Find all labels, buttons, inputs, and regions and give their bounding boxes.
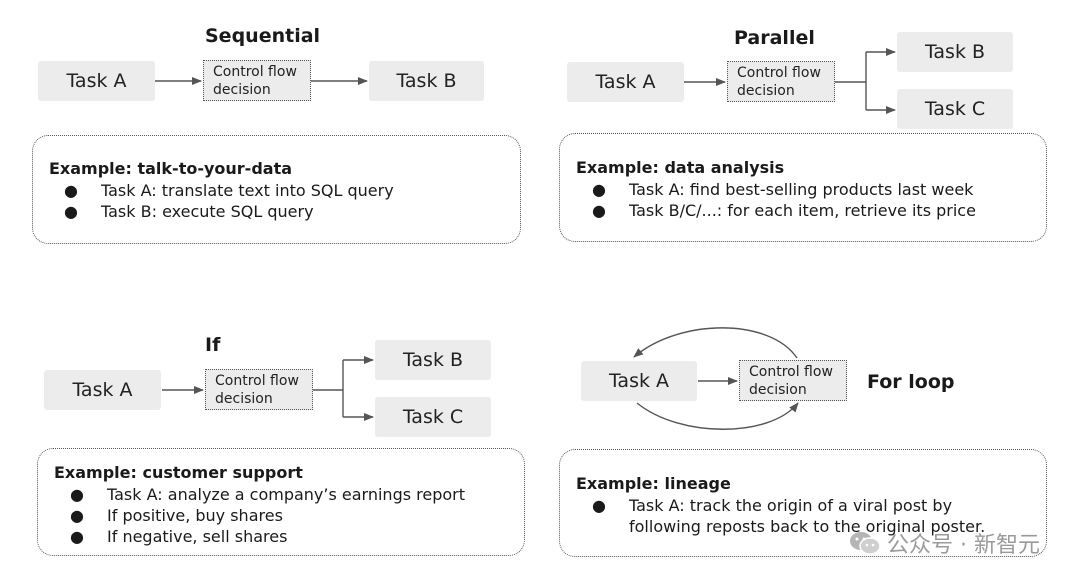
wechat-icon — [850, 532, 881, 555]
loop-arc-bottom — [636, 402, 799, 430]
bullet-text: If negative, sell shares — [107, 527, 288, 546]
bullet-text: Task B: execute SQL query — [101, 202, 314, 221]
bullet-text: If positive, buy shares — [107, 506, 283, 525]
parallel-title: Parallel — [734, 27, 815, 49]
if-control-flow-decision: Control flow decision — [205, 369, 313, 410]
if-example-box — [37, 448, 525, 556]
bullet-text: Task A: find best-selling products last … — [629, 180, 974, 199]
control-line-1: Control flow — [213, 64, 297, 80]
if-task-c: Task C — [375, 397, 491, 437]
control-line-1: Control flow — [749, 364, 833, 380]
par-task-b: Task B — [897, 32, 1013, 72]
loop-arc-top — [633, 327, 798, 359]
control-line-2: decision — [215, 391, 273, 407]
loop-bullet-text: Task A: track the origin of a viral post… — [629, 495, 985, 537]
bullet-text: Task A: translate text into SQL query — [101, 181, 394, 200]
bullet-dot: ● — [64, 181, 78, 200]
bullet-line-2: following reposts back to the original p… — [629, 517, 986, 536]
par-control-flow-decision: Control flow decision — [727, 61, 835, 102]
if-example-title: Example: customer support — [54, 463, 303, 482]
control-line-2: decision — [749, 382, 807, 398]
bullet-text: Task B/C/...: for each item, retrieve it… — [629, 201, 976, 220]
seq-task-a: Task A — [38, 61, 155, 101]
seq-example-box — [32, 135, 521, 244]
seq-task-b: Task B — [369, 61, 484, 101]
watermark-text: 公众号 · 新智元 — [887, 533, 1040, 558]
for-loop-title: For loop — [867, 371, 955, 393]
control-line-1: Control flow — [215, 373, 299, 389]
loop-control-flow-decision: Control flow decision — [739, 360, 847, 401]
bullet-dot: ● — [592, 496, 606, 515]
if-task-b: Task B — [375, 340, 491, 380]
loop-task-a: Task A — [581, 361, 697, 401]
bullet-dot: ● — [70, 485, 84, 504]
bullet-dot: ● — [64, 202, 78, 221]
loop-example-title: Example: lineage — [576, 474, 731, 493]
bullet-text: Task A: analyze a company’s earnings rep… — [107, 485, 466, 504]
bullet-dot: ● — [592, 201, 606, 220]
loop-example-box — [559, 449, 1047, 557]
seq-example-title: Example: talk-to-your-data — [49, 159, 293, 178]
par-task-a: Task A — [567, 62, 684, 102]
control-line-1: Control flow — [737, 65, 821, 81]
par-task-c: Task C — [897, 89, 1013, 129]
control-line-2: decision — [213, 82, 271, 98]
if-title: If — [205, 334, 221, 356]
control-line-2: decision — [737, 83, 795, 99]
bullet-dot: ● — [592, 180, 606, 199]
bullet-line-1: Task A: track the origin of a viral post… — [629, 496, 953, 515]
sequential-title: Sequential — [205, 25, 321, 47]
par-example-box — [559, 133, 1047, 242]
par-branch — [835, 52, 867, 110]
bullet-dot: ● — [70, 506, 84, 525]
watermark: 公众号 · 新智元 — [849, 527, 1040, 559]
par-example-title: Example: data analysis — [576, 158, 785, 177]
if-branch — [313, 360, 344, 417]
if-task-a: Task A — [44, 370, 161, 410]
bullet-dot: ● — [70, 527, 84, 546]
seq-control-flow-decision: Control flow decision — [203, 60, 311, 101]
